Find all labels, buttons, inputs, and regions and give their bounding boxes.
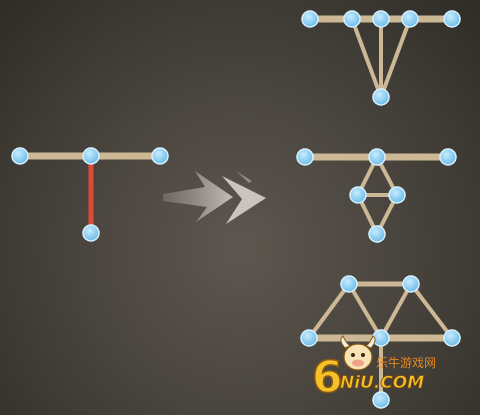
joint-node — [402, 275, 420, 293]
joint-node — [301, 10, 319, 28]
joint-node — [82, 147, 100, 165]
bull-mascot-icon — [340, 335, 376, 371]
joint-node — [401, 10, 419, 28]
joint-node — [372, 10, 390, 28]
solution-structure-b — [296, 148, 457, 243]
joint-node — [368, 148, 386, 166]
solution-structure-a — [301, 10, 461, 106]
watermark-brand-cn: 乐牛游戏网 — [376, 355, 436, 370]
site-watermark-logo: 6 乐牛游戏网 NiU.COM — [311, 335, 436, 404]
solution-structure-c — [300, 275, 461, 409]
joint-node — [340, 275, 358, 293]
joint-node — [372, 88, 390, 106]
watermark-digit: 6 — [312, 352, 343, 403]
joint-node — [372, 391, 390, 409]
beam — [379, 18, 412, 98]
beam — [350, 18, 383, 98]
joint-node — [349, 186, 367, 204]
beam — [307, 282, 351, 340]
joint-node — [443, 10, 461, 28]
joint-node — [300, 329, 318, 347]
joint-node — [368, 225, 386, 243]
joint-node — [151, 147, 169, 165]
joint-node — [82, 224, 100, 242]
joint-node — [11, 147, 29, 165]
double-chevron-arrow-icon — [163, 171, 266, 224]
beam — [379, 283, 413, 339]
joint-node — [343, 10, 361, 28]
joint-node — [443, 329, 461, 347]
joint-node — [372, 329, 390, 347]
joint-node — [388, 186, 406, 204]
watermark-brand-latin: NiU.COM — [340, 373, 424, 393]
joint-node — [439, 148, 457, 166]
joint-node — [296, 148, 314, 166]
beam — [347, 282, 383, 340]
beam — [409, 282, 454, 340]
initial-structure — [11, 147, 169, 242]
